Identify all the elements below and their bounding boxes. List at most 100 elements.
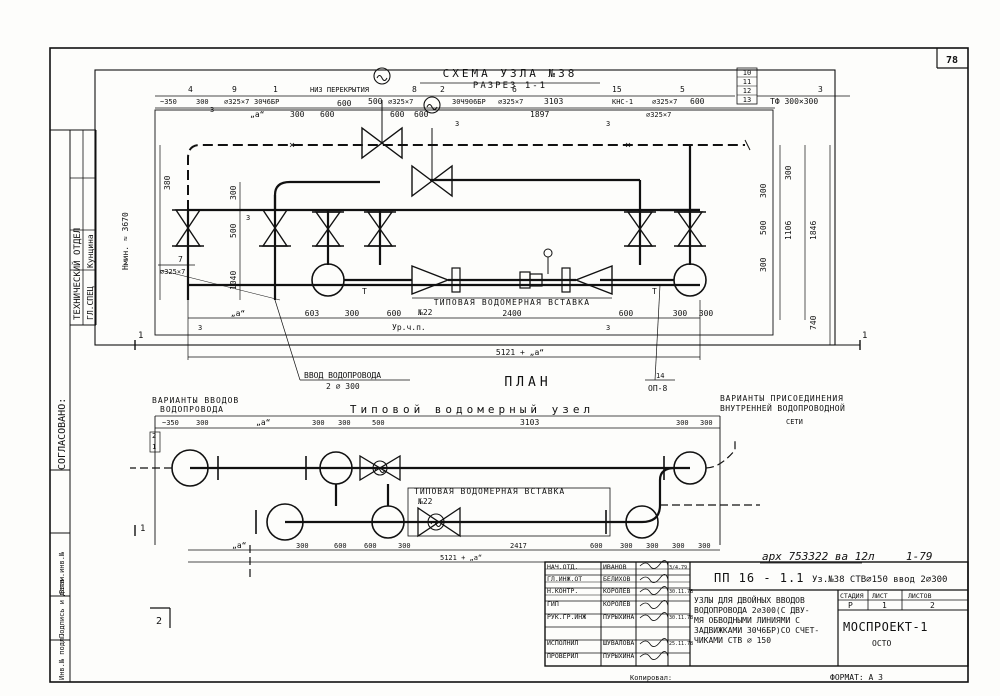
sheet-marker: 2 [156,616,162,627]
svg-text:Н.КОНТР.: Н.КОНТР. [547,587,578,595]
plan-title: ПЛАН [504,375,551,390]
gate-valve [172,209,204,247]
svg-text:30.11.78: 30.11.78 [669,589,693,595]
svg-text:300: 300 [229,185,238,200]
svg-text:1106: 1106 [784,221,793,240]
motor-gate-valve [361,67,403,160]
floor-level: Ур.ч.п. [392,323,426,332]
inner-boundary [154,109,774,336]
svg-text:ПУРЫХИНА: ПУРЫХИНА [603,613,634,621]
overhead-pipe [187,144,745,210]
svg-text:2: 2 [152,432,156,440]
svg-text:КНС-1: КНС-1 [612,98,633,106]
svg-text:⌀325×7: ⌀325×7 [652,98,677,106]
svg-text:380: 380 [163,175,172,190]
svg-text:300: 300 [345,309,360,318]
svg-text:600: 600 [414,110,429,119]
svg-text:300: 300 [673,309,688,318]
water-meter-insert [411,248,613,296]
replace-label: Взам.инв.№ [58,551,66,594]
svg-text:300: 300 [398,542,411,550]
svg-text:ЛИСТ: ЛИСТ [872,592,888,600]
svg-text:3103: 3103 [544,97,563,106]
svg-text:3: 3 [246,214,250,222]
height-label: Нмин. ≈ 3670 [121,212,130,270]
svg-text:⌀325×7: ⌀325×7 [388,98,413,106]
svg-text:Р: Р [848,601,853,610]
svg-text:15: 15 [612,85,622,94]
svg-text:⌀325×7: ⌀325×7 [224,98,249,106]
svg-text:⌀325×7: ⌀325×7 [646,111,671,119]
svg-text:ШУВАЛОВА: ШУВАЛОВА [603,639,634,647]
svg-text:3/4.79: 3/4.79 [669,565,687,571]
svg-text:Т: Т [362,287,367,296]
svg-text:3103: 3103 [520,418,539,427]
svg-text:300: 300 [290,110,305,119]
svg-text:500: 500 [759,220,768,235]
person-label: Кунцина [86,234,95,268]
svg-text:25.11.78: 25.11.78 [669,641,693,647]
sheet-frame [49,47,969,683]
svg-text:2400: 2400 [502,309,521,318]
svg-text:„а“: „а“ [232,541,246,550]
svg-text:„а“: „а“ [256,418,270,427]
svg-text:300: 300 [759,257,768,272]
svg-text:2417: 2417 [510,542,527,550]
gate-valve [674,211,706,247]
svg-text:600: 600 [390,110,405,119]
svg-text:№22: №22 [417,497,433,506]
svg-text:603: 603 [305,309,320,318]
svg-text:„а“: „а“ [250,110,264,119]
svg-text:300: 300 [672,542,685,550]
sheet-number: 78 [946,55,958,66]
svg-text:30.11.78: 30.11.78 [669,615,693,621]
svg-text:~350: ~350 [162,419,179,427]
project-code: ПП 16 - 1.1 [714,571,804,585]
svg-text:10: 10 [743,69,751,77]
svg-text:300: 300 [196,419,209,427]
riser-circle [266,503,304,541]
svg-text:ЧИКАМИ СТВ ⌀ 150: ЧИКАМИ СТВ ⌀ 150 [694,636,771,645]
plan-total-dim: 5121 + „а“ [496,348,544,357]
svg-text:6: 6 [512,85,517,94]
title-block: НАЧ.ОТД. ИВАНОВ 3/4.79 ГЛ.ИНЖ.ОТ БЕЛИХОВ… [544,560,969,667]
svg-text:2: 2 [440,85,445,94]
svg-text:14: 14 [656,372,664,380]
gate-valve [364,211,396,247]
svg-text:БЕЛИХОВ: БЕЛИХОВ [603,575,630,583]
svg-text:ПУРЫХИНА: ПУРЫХИНА [603,652,634,660]
svg-text:300: 300 [196,98,209,106]
svg-text:1: 1 [140,524,145,534]
svg-text:ВНУТРЕННЕЙ ВОДОПРОВОДНОЙ: ВНУТРЕННЕЙ ВОДОПРОВОДНОЙ [720,402,845,413]
plan-insert-number: №22 [417,308,433,317]
svg-text:500: 500 [368,97,383,106]
svg-text:3: 3 [198,324,202,332]
approved-label: СОГЛАСОВАНО: [57,398,68,470]
section-label: РАЗРЕЗ 1-1 [473,81,547,91]
lower-view: ВАРИАНТЫ ВВОДОВ ВОДОПРОВОДА Типовой водо… [130,394,845,628]
svg-text:арх 753322 ва 12л: арх 753322 ва 12л [762,550,875,563]
svg-text:300: 300 [698,542,711,550]
riser-circle [371,505,405,539]
svg-text:1040: 1040 [229,271,238,290]
svg-text:30Ч906БР: 30Ч906БР [452,98,486,106]
inlet-spec: 2 ⌀ 300 [326,382,360,391]
svg-text:8: 8 [412,85,417,94]
svg-text:МЯ ОБВОДНЫМИ ЛИНИЯМИ С: МЯ ОБВОДНЫМИ ЛИНИЯМИ С [694,616,800,625]
svg-text:300: 300 [296,542,309,550]
plan-insert-label: ТИПОВАЯ ВОДОМЕРНАЯ ВСТАВКА [434,298,590,307]
svg-text:600: 600 [334,542,347,550]
svg-text:4: 4 [188,85,193,94]
svg-text:ВАРИАНТЫ ВВОДОВ: ВАРИАНТЫ ВВОДОВ [152,396,239,405]
motor-gate-valve [417,506,461,538]
svg-text:1-79: 1-79 [906,550,933,563]
svg-text:⌀325×7: ⌀325×7 [498,98,523,106]
svg-text:РУК.ГР.ИНЖ: РУК.ГР.ИНЖ [547,613,586,621]
svg-text:600: 600 [619,309,634,318]
svg-text:7: 7 [178,255,183,264]
svg-text:3: 3 [210,106,214,114]
svg-text:⌀325×7: ⌀325×7 [160,268,185,276]
svg-text:300: 300 [620,542,633,550]
svg-text:500: 500 [229,223,238,238]
